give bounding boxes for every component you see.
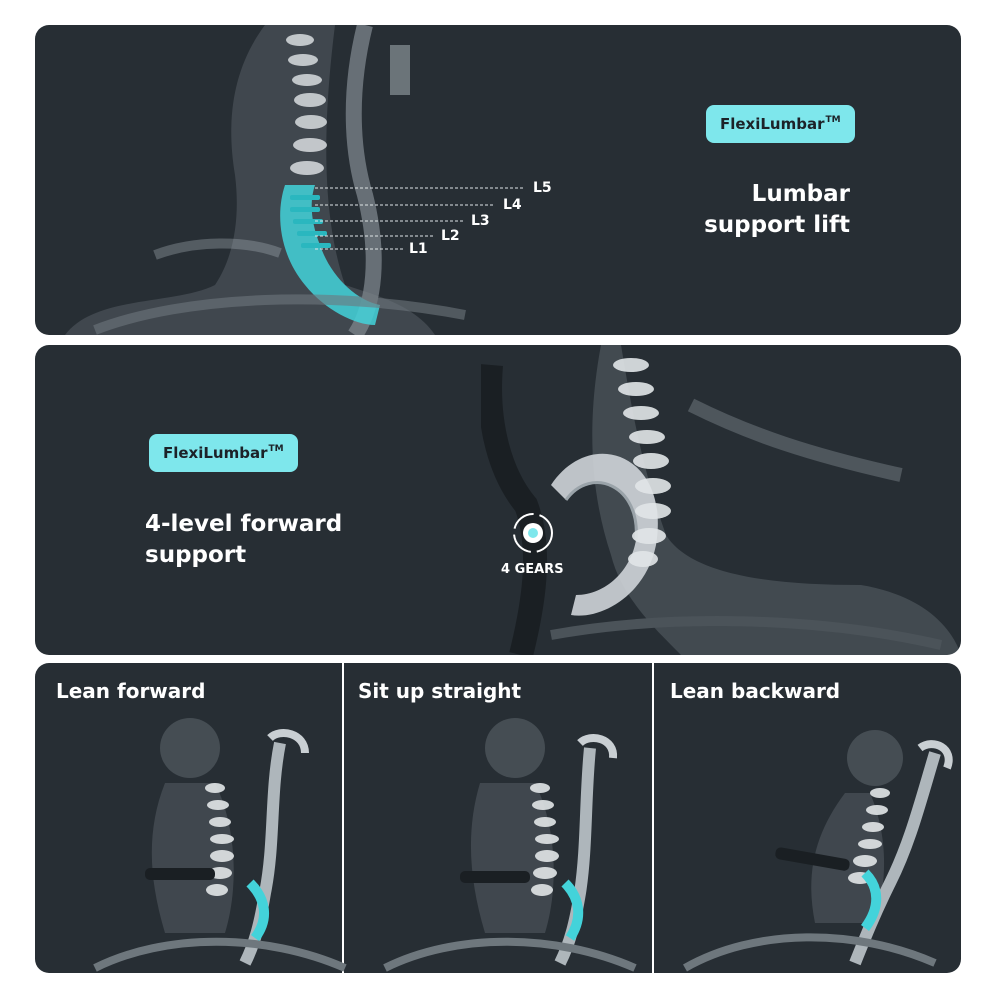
spine-chair-illustration	[65, 25, 525, 335]
sit-straight-illustration	[383, 718, 637, 972]
level-label-l2: L2	[441, 228, 460, 244]
column-divider	[342, 663, 344, 973]
level-label-l4: L4	[503, 197, 522, 213]
headline-line-2: support	[145, 542, 247, 568]
headline-line-2: support lift	[704, 212, 850, 238]
posture-title-sit-straight: Sit up straight	[358, 679, 522, 703]
trademark: TM	[825, 115, 841, 125]
lean-backward-illustration	[683, 730, 953, 972]
rotate-gear-icon	[513, 513, 553, 553]
level-label-l1: L1	[409, 241, 428, 257]
gears-label: 4 GEARS	[501, 562, 564, 577]
headline-line-1: Lumbar	[751, 181, 850, 207]
forward-support-headline: 4-level forward support	[145, 509, 342, 571]
posture-panel: Lean forward Sit up straight Lean backwa…	[35, 663, 961, 973]
posture-title-lean-forward: Lean forward	[56, 679, 206, 703]
headline-line-1: 4-level forward	[145, 511, 343, 537]
lumbar-lift-headline: Lumbar support lift	[704, 179, 850, 241]
badge-text: FlexiLumbar	[163, 444, 268, 462]
level-label-l3: L3	[471, 213, 490, 229]
badge-text: FlexiLumbar	[720, 115, 825, 133]
level-label-l5: L5	[533, 180, 552, 196]
lean-forward-illustration	[93, 718, 347, 972]
column-divider	[652, 663, 654, 973]
trademark: TM	[268, 444, 284, 454]
spine-chair-illustration	[481, 345, 961, 655]
posture-title-lean-backward: Lean backward	[670, 679, 841, 703]
